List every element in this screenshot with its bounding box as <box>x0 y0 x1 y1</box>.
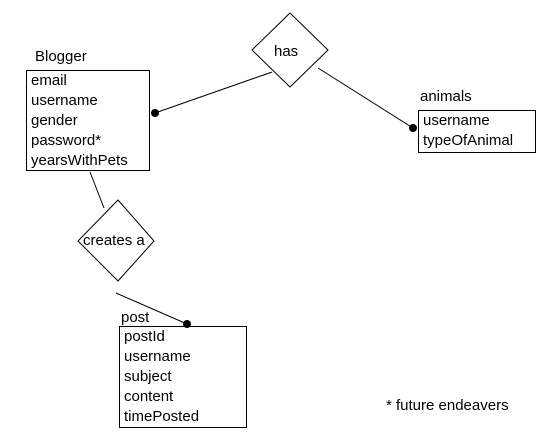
post-entity-box: postId username subject content timePost… <box>119 326 247 428</box>
animals-entity-title: animals <box>420 88 472 105</box>
animals-attribute: typeOfAnimal <box>423 132 514 149</box>
has-animals-endpoint <box>409 124 417 132</box>
has-relationship-diamond <box>251 12 329 88</box>
blogger-attribute: username <box>31 92 98 109</box>
blogger-attribute: email <box>31 72 67 89</box>
post-entity-title: post <box>121 309 150 326</box>
blogger-entity-box: email username gender password* yearsWit… <box>26 70 150 171</box>
creates-relationship-diamond <box>77 199 155 282</box>
post-attribute: postId <box>124 328 165 345</box>
blogger-has-connector <box>154 71 273 114</box>
has-animals-connector <box>317 67 414 129</box>
post-attribute-list: postId username subject content timePost… <box>124 327 199 427</box>
has-relationship-label: has <box>274 43 299 60</box>
creates-relationship-label: creates a <box>83 232 145 249</box>
animals-attribute: username <box>423 112 490 129</box>
footnote: * future endeavers <box>386 397 509 414</box>
blogger-attribute: gender <box>31 112 78 129</box>
blogger-entity-title: Blogger <box>35 48 87 65</box>
post-attribute: username <box>124 348 191 365</box>
animals-entity-box: username typeOfAnimal <box>418 110 536 153</box>
blogger-creates-connector <box>89 171 105 209</box>
blogger-attribute: password* <box>31 132 102 149</box>
post-attribute: content <box>124 388 174 405</box>
creates-post-connector <box>115 292 188 325</box>
blogger-attribute-list: email username gender password* yearsWit… <box>31 71 128 171</box>
post-attribute: subject <box>124 368 172 385</box>
blogger-attribute: yearsWithPets <box>31 152 128 169</box>
animals-attribute-list: username typeOfAnimal <box>423 111 513 151</box>
post-attribute: timePosted <box>124 408 200 425</box>
blogger-has-endpoint <box>151 109 159 117</box>
